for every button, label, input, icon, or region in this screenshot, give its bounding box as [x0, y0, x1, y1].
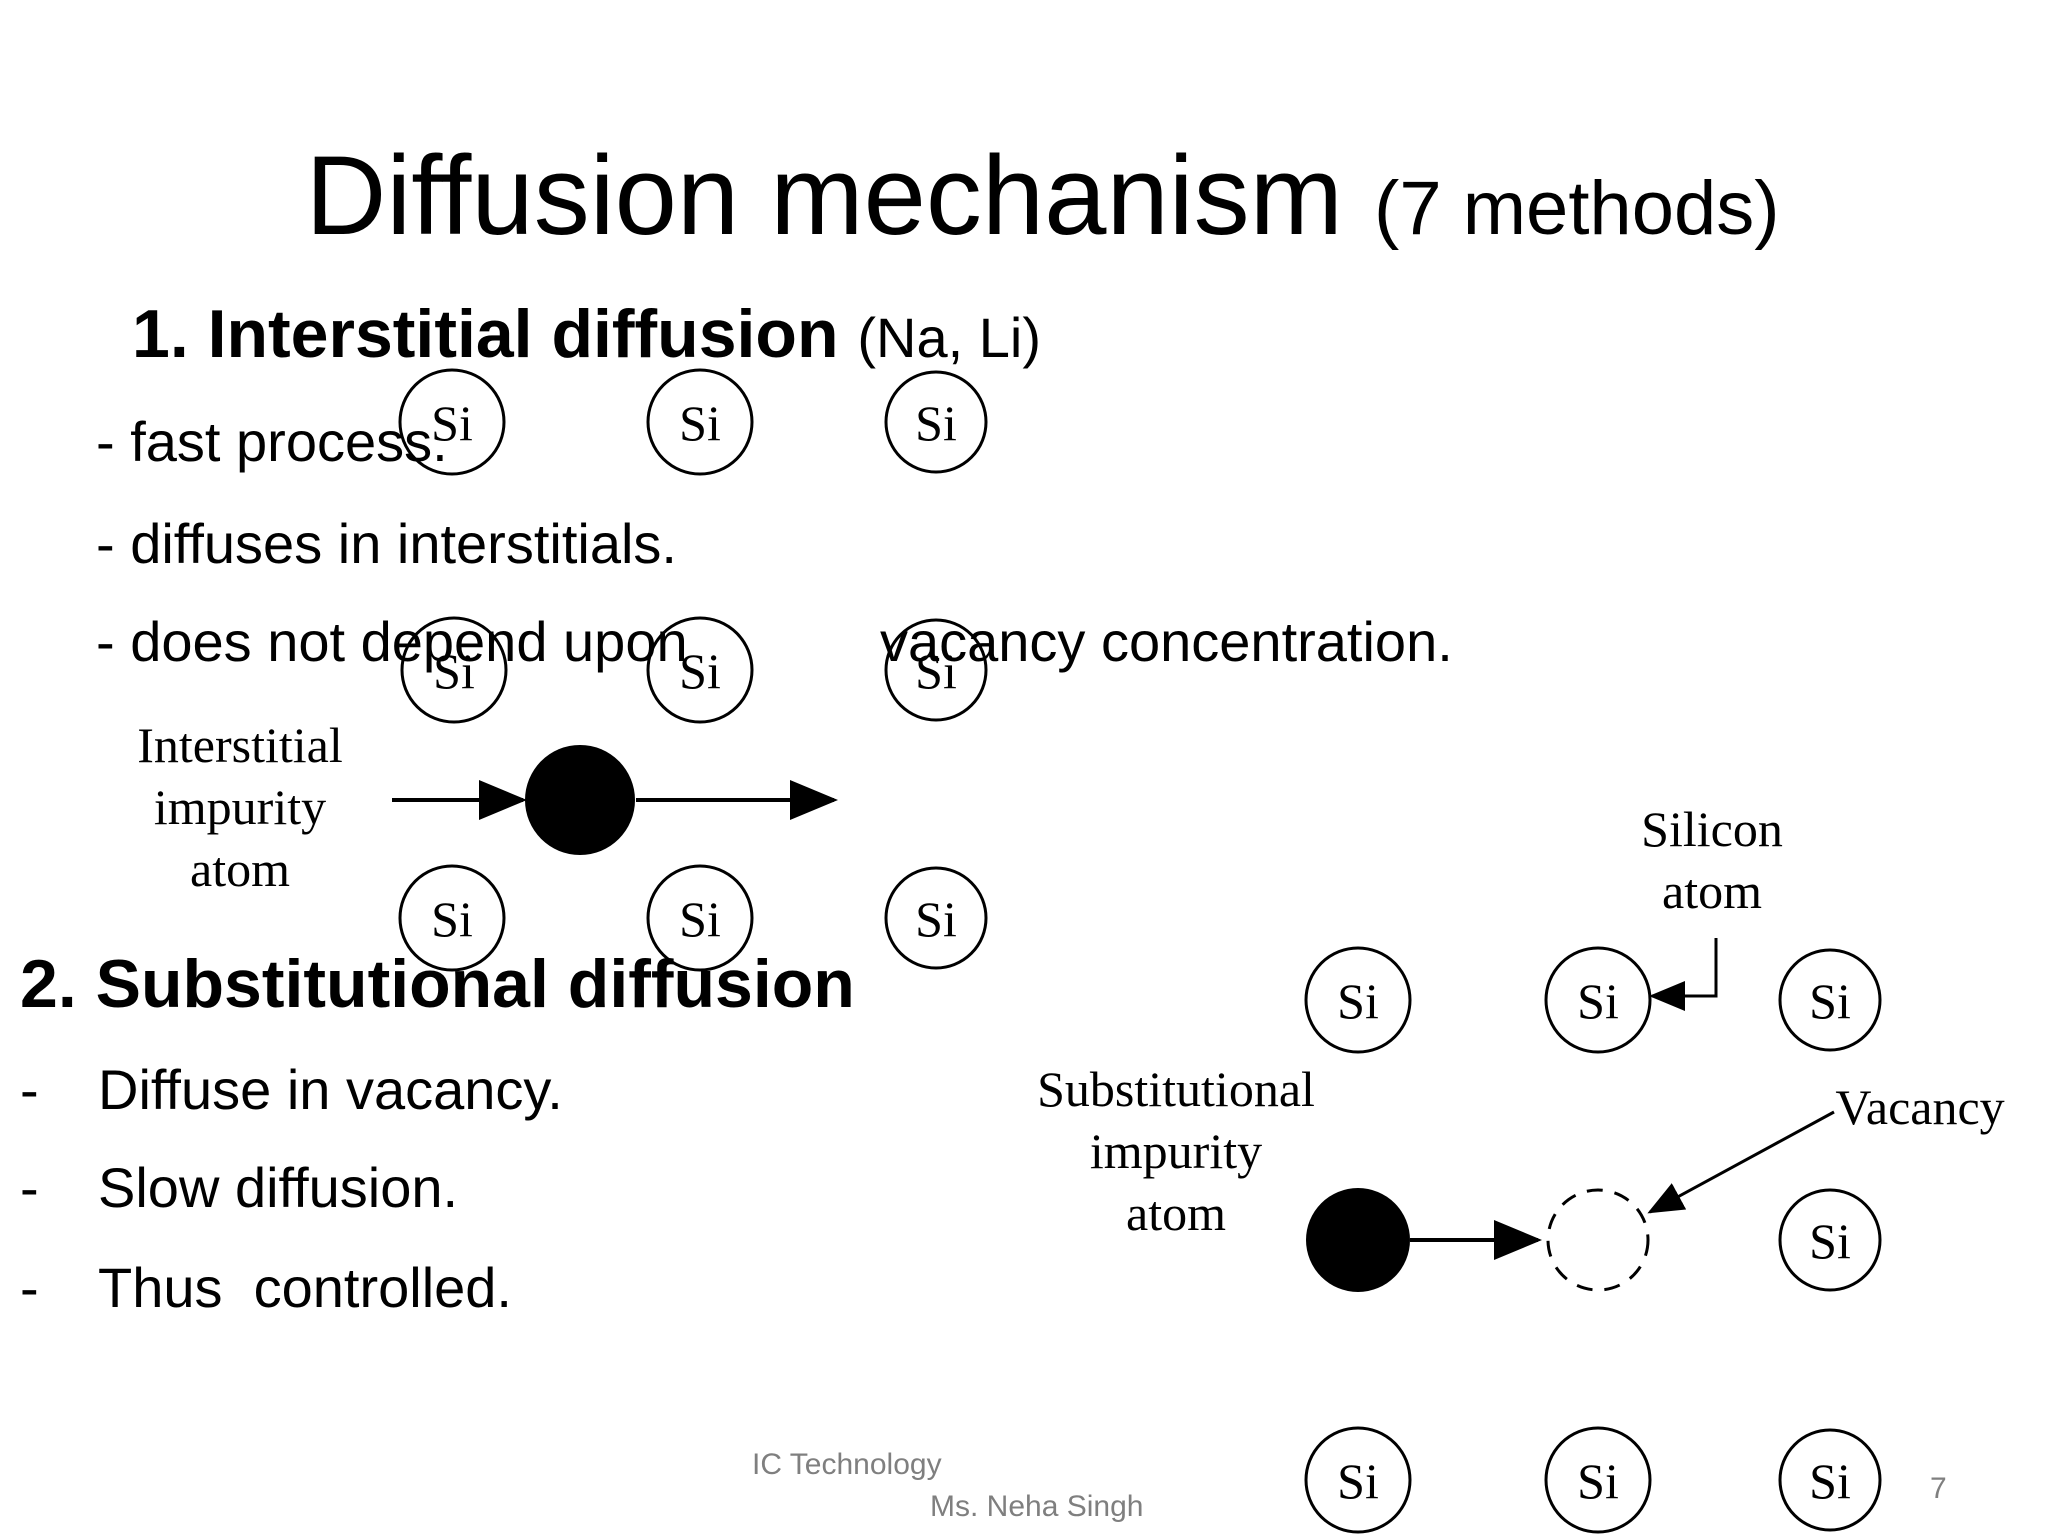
- si-atom-label: Si: [1337, 973, 1379, 1029]
- si-atom: Si: [646, 616, 754, 724]
- section1-bullet: - does not depend upon: [96, 610, 688, 673]
- section1-bullet: - diffuses in interstitials.: [96, 512, 677, 575]
- interstitial-label-line2: impurity: [154, 779, 326, 835]
- si-atom: Si: [1778, 948, 1882, 1052]
- si-atom-label: Si: [915, 395, 957, 451]
- si-atom: Si: [884, 618, 988, 722]
- si-atom: Si: [400, 616, 508, 724]
- silicon-pointer-arrow: [1649, 938, 1718, 1011]
- section1-elements: (Na, Li): [857, 306, 1041, 369]
- bullet-dash: -: [20, 1156, 39, 1219]
- section2-bullet: Thus controlled.: [98, 1256, 512, 1319]
- silicon-label-line1: Silicon: [1641, 801, 1783, 857]
- si-atom-label: Si: [915, 643, 957, 699]
- si-atom-label: Si: [1337, 1453, 1379, 1509]
- si-atom: Si: [398, 368, 506, 476]
- section1-title: 1. Interstitial diffusion: [132, 296, 839, 372]
- si-atom: Si: [1544, 1426, 1652, 1534]
- si-atom: Si: [1304, 946, 1412, 1054]
- title-sub: (7 methods): [1374, 166, 1780, 251]
- vacancy-site: [1546, 1188, 1650, 1292]
- si-atom-label: Si: [431, 891, 473, 947]
- slide-title: Diffusion mechanism (7 methods): [0, 140, 2048, 252]
- page-number: 7: [1930, 1472, 1947, 1505]
- interstitial-label-line1: Interstitial: [137, 717, 343, 773]
- si-atom: Si: [1778, 1428, 1882, 1532]
- section1-heading: 1. Interstitial diffusion (Na, Li): [132, 300, 1041, 368]
- si-atom: Si: [646, 864, 754, 972]
- section2-bullet: Slow diffusion.: [98, 1156, 459, 1219]
- substitutional-diagram: Si Si Si Si Si Si: [1037, 801, 2005, 1534]
- section2-bullet: Diffuse in vacancy.: [98, 1058, 563, 1121]
- interstitial-label-line3: atom: [190, 841, 290, 897]
- vacancy-label: Vacancy: [1835, 1079, 2004, 1135]
- substitutional-label-line3: atom: [1126, 1185, 1226, 1241]
- substitutional-impurity-atom: [1306, 1188, 1410, 1292]
- vacancy-pointer-arrow: [1647, 1110, 1835, 1214]
- interstitial-impurity-atom: [525, 745, 635, 855]
- si-atom-label: Si: [679, 643, 721, 699]
- si-atom: Si: [646, 368, 754, 476]
- si-atom-label: Si: [1577, 1453, 1619, 1509]
- si-atom-label: Si: [679, 395, 721, 451]
- section2-heading: 2. Substitutional diffusion: [20, 946, 855, 1022]
- si-atom-label: Si: [433, 643, 475, 699]
- title-main: Diffusion mechanism: [305, 133, 1343, 258]
- substitutional-label-line2: impurity: [1090, 1123, 1262, 1179]
- section1-bullet: - fast process.: [96, 410, 448, 473]
- si-atom-label: Si: [679, 891, 721, 947]
- bullet-dash: -: [20, 1256, 39, 1319]
- si-atom-label: Si: [1809, 1213, 1851, 1269]
- si-atom: Si: [884, 370, 988, 474]
- interstitial-diagram: Si Si Si Si Si Si: [137, 368, 988, 972]
- si-atom: Si: [398, 864, 506, 972]
- si-atom: Si: [1304, 1426, 1412, 1534]
- si-atom-label: Si: [1809, 1453, 1851, 1509]
- si-atom-label: Si: [431, 395, 473, 451]
- silicon-label-line2: atom: [1662, 863, 1762, 919]
- footer-author: Ms. Neha Singh: [930, 1490, 1144, 1523]
- si-atom: Si: [884, 866, 988, 970]
- bullet-dash: -: [20, 1058, 39, 1121]
- si-atom-label: Si: [1809, 973, 1851, 1029]
- si-atom-label: Si: [1577, 973, 1619, 1029]
- si-atom: Si: [1544, 946, 1652, 1054]
- section1-bullet-continuation: vacancy concentration.: [880, 610, 1453, 673]
- si-atom: Si: [1778, 1188, 1882, 1292]
- si-atom-label: Si: [915, 891, 957, 947]
- footer-course: IC Technology: [752, 1448, 942, 1481]
- substitutional-label-line1: Substitutional: [1037, 1061, 1315, 1117]
